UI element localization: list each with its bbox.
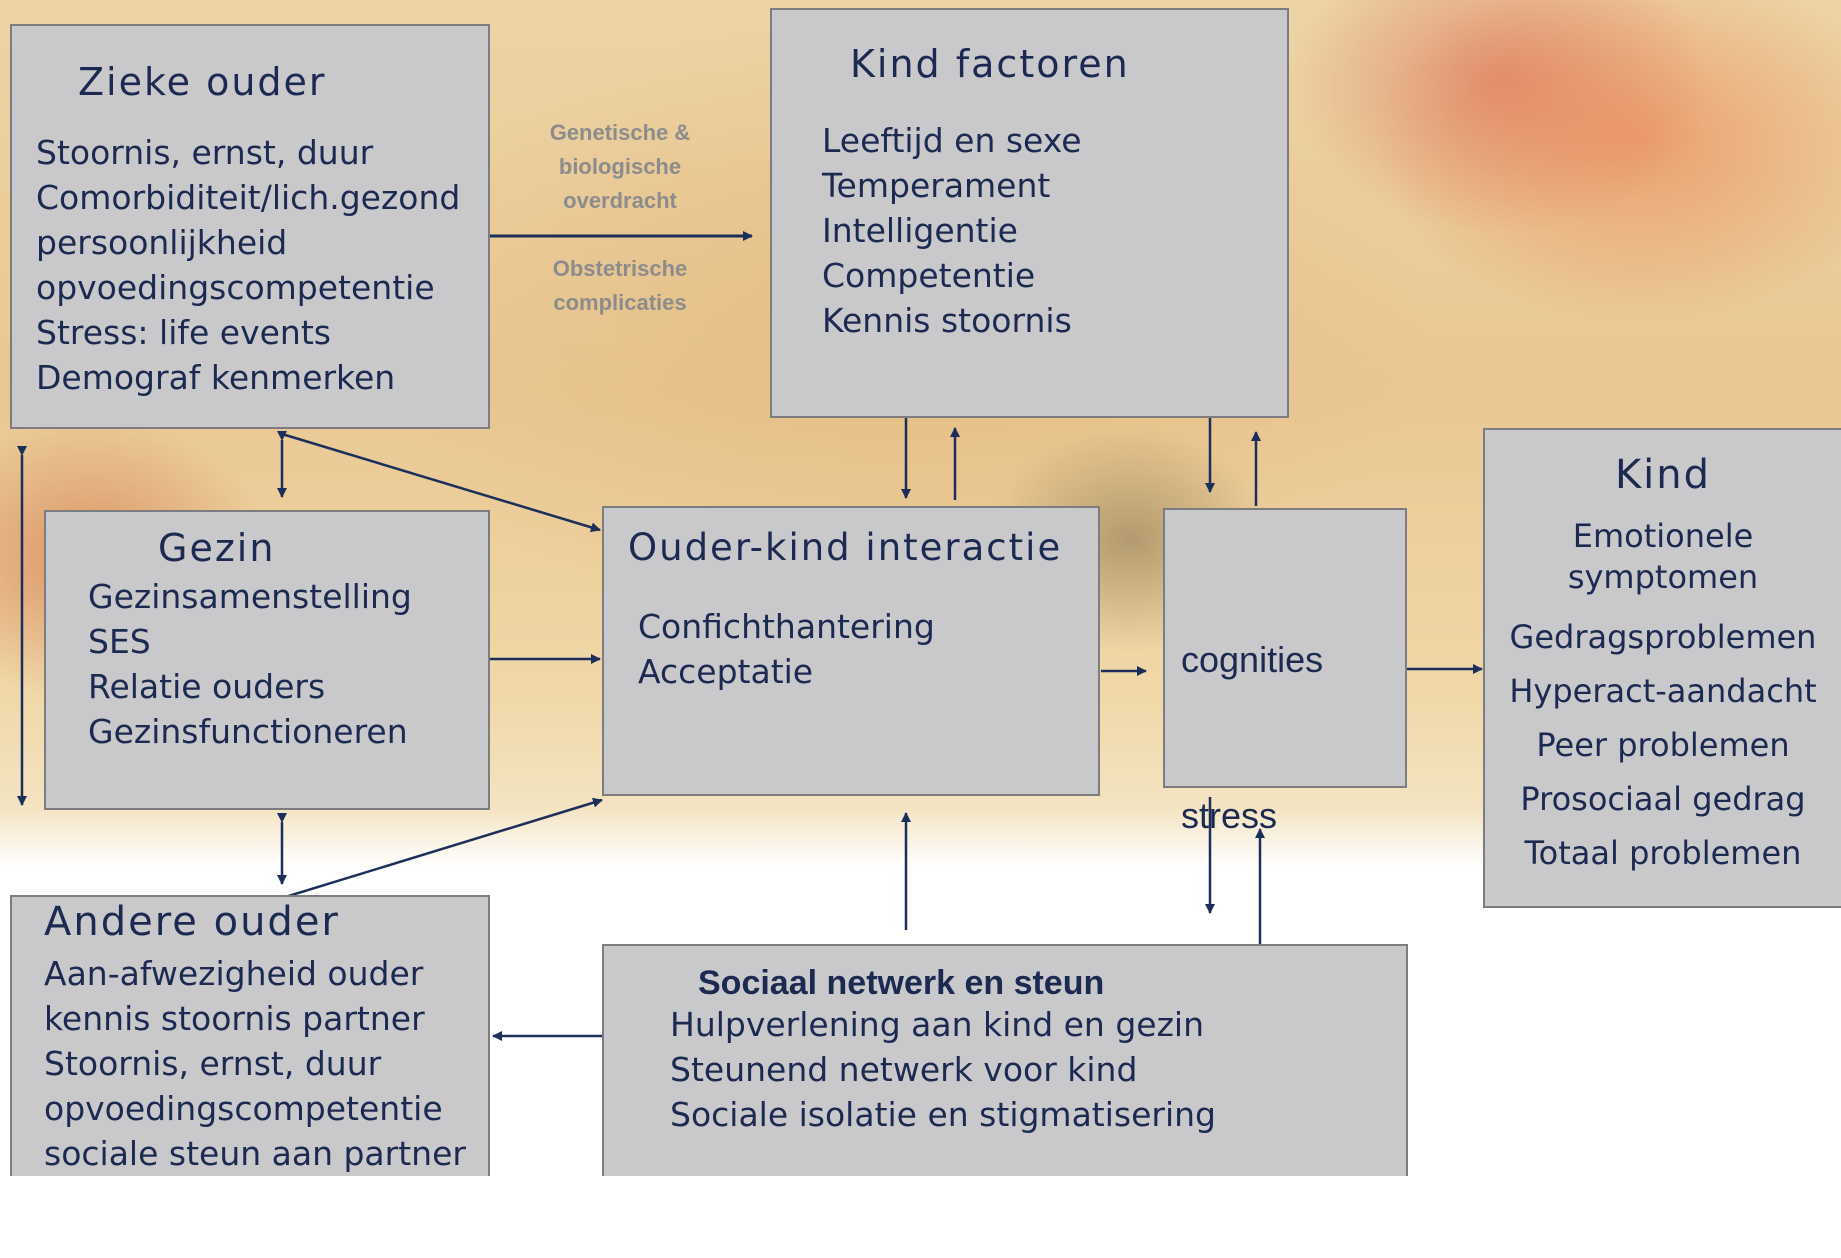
- node-kind-factoren: Kind factoren Leeftijd en sexe Temperame…: [770, 8, 1289, 418]
- list-item: Sociale isolatie en stigmatisering: [670, 1095, 1216, 1134]
- list-item: Totaal problemen: [1524, 834, 1802, 872]
- list-item: SES: [88, 622, 151, 661]
- node-kind: Kind Emotionele symptomen Gedragsproblem…: [1483, 428, 1841, 908]
- list-item: Peer problemen: [1536, 726, 1790, 764]
- list-item: Kennis stoornis: [822, 301, 1072, 340]
- list-item: Hulpverlening aan kind en gezin: [670, 1005, 1204, 1044]
- node-title: Gezin: [158, 526, 276, 570]
- node-items: Emotionele symptomen Gedragsproblemen Hy…: [1485, 516, 1841, 880]
- list-item: Demograf kenmerken: [36, 358, 396, 397]
- list-item: Hyperact-aandacht: [1509, 672, 1817, 710]
- arrow-andere-to-ouderkind: [281, 797, 603, 900]
- node-items: Hulpverlening aan kind en gezin Steunend…: [670, 1002, 1216, 1137]
- node-title: Sociaal netwerk en steun: [698, 964, 1105, 1002]
- node-title: Ouder-kind interactie: [628, 526, 1063, 569]
- node-items: Leeftijd en sexe Temperament Intelligent…: [822, 118, 1082, 343]
- list-item: stress: [1181, 795, 1278, 836]
- list-item: Gezinsfunctioneren: [88, 712, 408, 751]
- list-item: Stoornis, ernst, duur: [44, 1044, 382, 1083]
- node-ouder-kind-interactie: Ouder-kind interactie Confichthantering …: [602, 506, 1100, 796]
- node-items: Confichthantering Acceptatie: [638, 604, 935, 694]
- list-item: Stoornis, ernst, duur: [36, 133, 374, 172]
- arrow-layer: [17, 231, 1483, 1041]
- node-andere-ouder: Andere ouder Aan-afwezigheid ouder kenni…: [10, 895, 490, 1176]
- list-item: Acceptatie: [638, 652, 814, 691]
- list-item: Temperament: [822, 166, 1051, 205]
- list-item: opvoedingscompetentie: [36, 268, 435, 307]
- node-title: Zieke ouder: [78, 60, 327, 104]
- list-item: Prosociaal gedrag: [1520, 780, 1806, 818]
- list-item: Steunend netwerk voor kind: [670, 1050, 1138, 1089]
- list-item: kennis stoornis partner: [44, 999, 425, 1038]
- list-item: Gedragsproblemen: [1509, 618, 1817, 656]
- node-title: Kind: [1614, 452, 1712, 498]
- list-item: Leeftijd en sexe: [822, 121, 1082, 160]
- list-item: Competentie: [822, 256, 1036, 295]
- list-item: cognities: [1181, 639, 1324, 680]
- node-items: Stoornis, ernst, duur Comorbiditeit/lich…: [36, 130, 460, 400]
- node-title: Andere ouder: [44, 899, 340, 945]
- list-item: Emotionele symptomen: [1567, 517, 1759, 596]
- list-item: Gezinsamenstelling: [88, 577, 412, 616]
- list-item: Stress: life events: [36, 313, 331, 352]
- list-item: Relatie ouders: [88, 667, 326, 706]
- node-title: Kind factoren: [850, 42, 1130, 86]
- node-gezin: Gezin Gezinsamenstelling SES Relatie oud…: [44, 510, 490, 810]
- list-item: persoonlijkheid: [36, 223, 288, 262]
- node-items: Aan-afwezigheid ouder kennis stoornis pa…: [44, 951, 466, 1176]
- list-item: Aan-afwezigheid ouder: [44, 954, 424, 993]
- edge-label-obstetrisch: Obstetrische complicaties: [552, 256, 688, 315]
- list-item: Confichthantering: [638, 607, 935, 646]
- list-item: sociale steun aan partner: [44, 1134, 466, 1173]
- list-item: Comorbiditeit/lich.gezond: [36, 178, 461, 217]
- node-sociaal-netwerk: Sociaal netwerk en steun Hulpverlening a…: [602, 944, 1408, 1176]
- node-zieke-ouder: Zieke ouder Stoornis, ernst, duur Comorb…: [10, 24, 490, 429]
- list-item: Intelligentie: [822, 211, 1018, 250]
- arrow-zieke-to-ouderkind: [281, 432, 601, 533]
- node-items: Gezinsamenstelling SES Relatie ouders Ge…: [88, 574, 412, 754]
- node-cognities: cognities stress coping steun: [1163, 508, 1407, 1148]
- list-item: opvoedingscompetentie: [44, 1089, 443, 1128]
- edge-label-genetisch: Genetische & biologische overdracht: [549, 120, 691, 213]
